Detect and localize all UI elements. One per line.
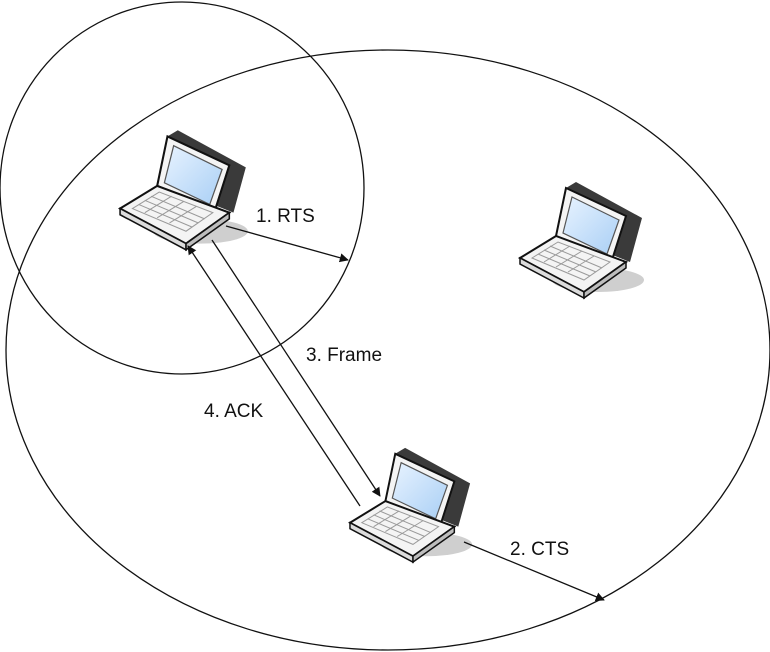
laptop-icon[interactable] bbox=[348, 446, 474, 564]
frame-arrow bbox=[211, 239, 381, 497]
laptop-icon[interactable] bbox=[119, 129, 249, 251]
laptop-icon[interactable] bbox=[519, 181, 645, 299]
sender-range-circle bbox=[0, 1, 365, 375]
receiver-range-circle bbox=[5, 49, 770, 651]
cts-label: 2. CTS bbox=[510, 539, 570, 560]
rts-label: 1. RTS bbox=[256, 206, 315, 227]
cts-arrow bbox=[463, 541, 605, 602]
ack-arrow bbox=[187, 245, 361, 507]
rts-arrow bbox=[225, 225, 349, 263]
ack-label: 4. ACK bbox=[204, 401, 264, 422]
frame-label: 3. Frame bbox=[306, 345, 383, 366]
